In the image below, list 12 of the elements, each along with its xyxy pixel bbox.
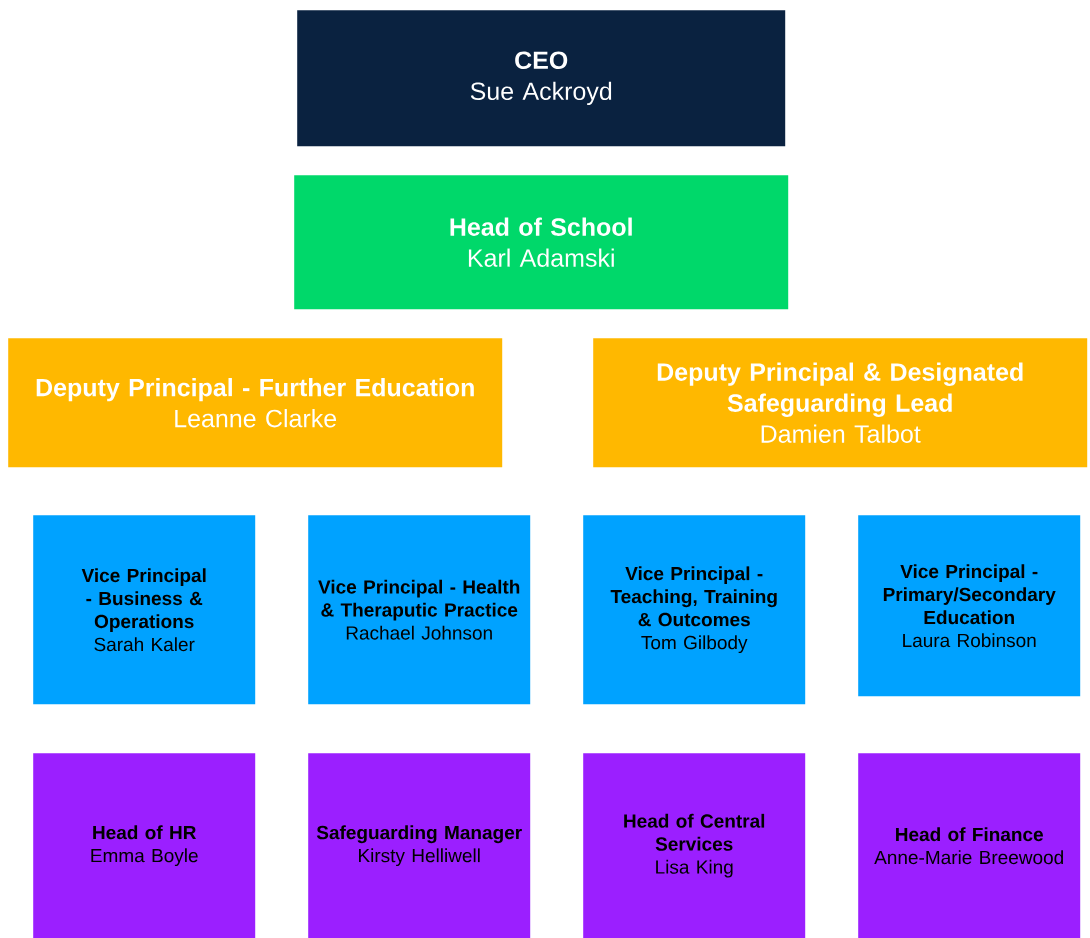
role-box: Vice Principal - Teaching, Training & Outcomes Tom Gilbody bbox=[583, 515, 806, 705]
role-box: Head of Central Services Lisa King bbox=[583, 753, 806, 938]
role-box: Head of Finance Anne-Marie Breewood bbox=[858, 753, 1081, 938]
role-box: Vice Principal - Primary/Secondary Education Laura Robinson bbox=[858, 515, 1081, 697]
role-box: Head of School Karl Adamski bbox=[294, 175, 789, 310]
role-box: Head of HR Emma Boyle bbox=[33, 753, 256, 938]
role-box: CEO Sue Ackroyd bbox=[297, 10, 786, 147]
role-box: Deputy Principal - Further Education Leanne Clarke bbox=[8, 338, 503, 468]
role-box: Vice Principal - Business & Operations Sarah Kaler bbox=[33, 515, 256, 705]
role-box: Deputy Principal & Designated Safeguarding Lead Damien Talbot bbox=[593, 338, 1088, 468]
role-box: Vice Principal - Health & Theraputic Practice Rachael Johnson bbox=[308, 515, 531, 705]
role-box: Safeguarding Manager Kirsty Helliwell bbox=[308, 753, 531, 938]
